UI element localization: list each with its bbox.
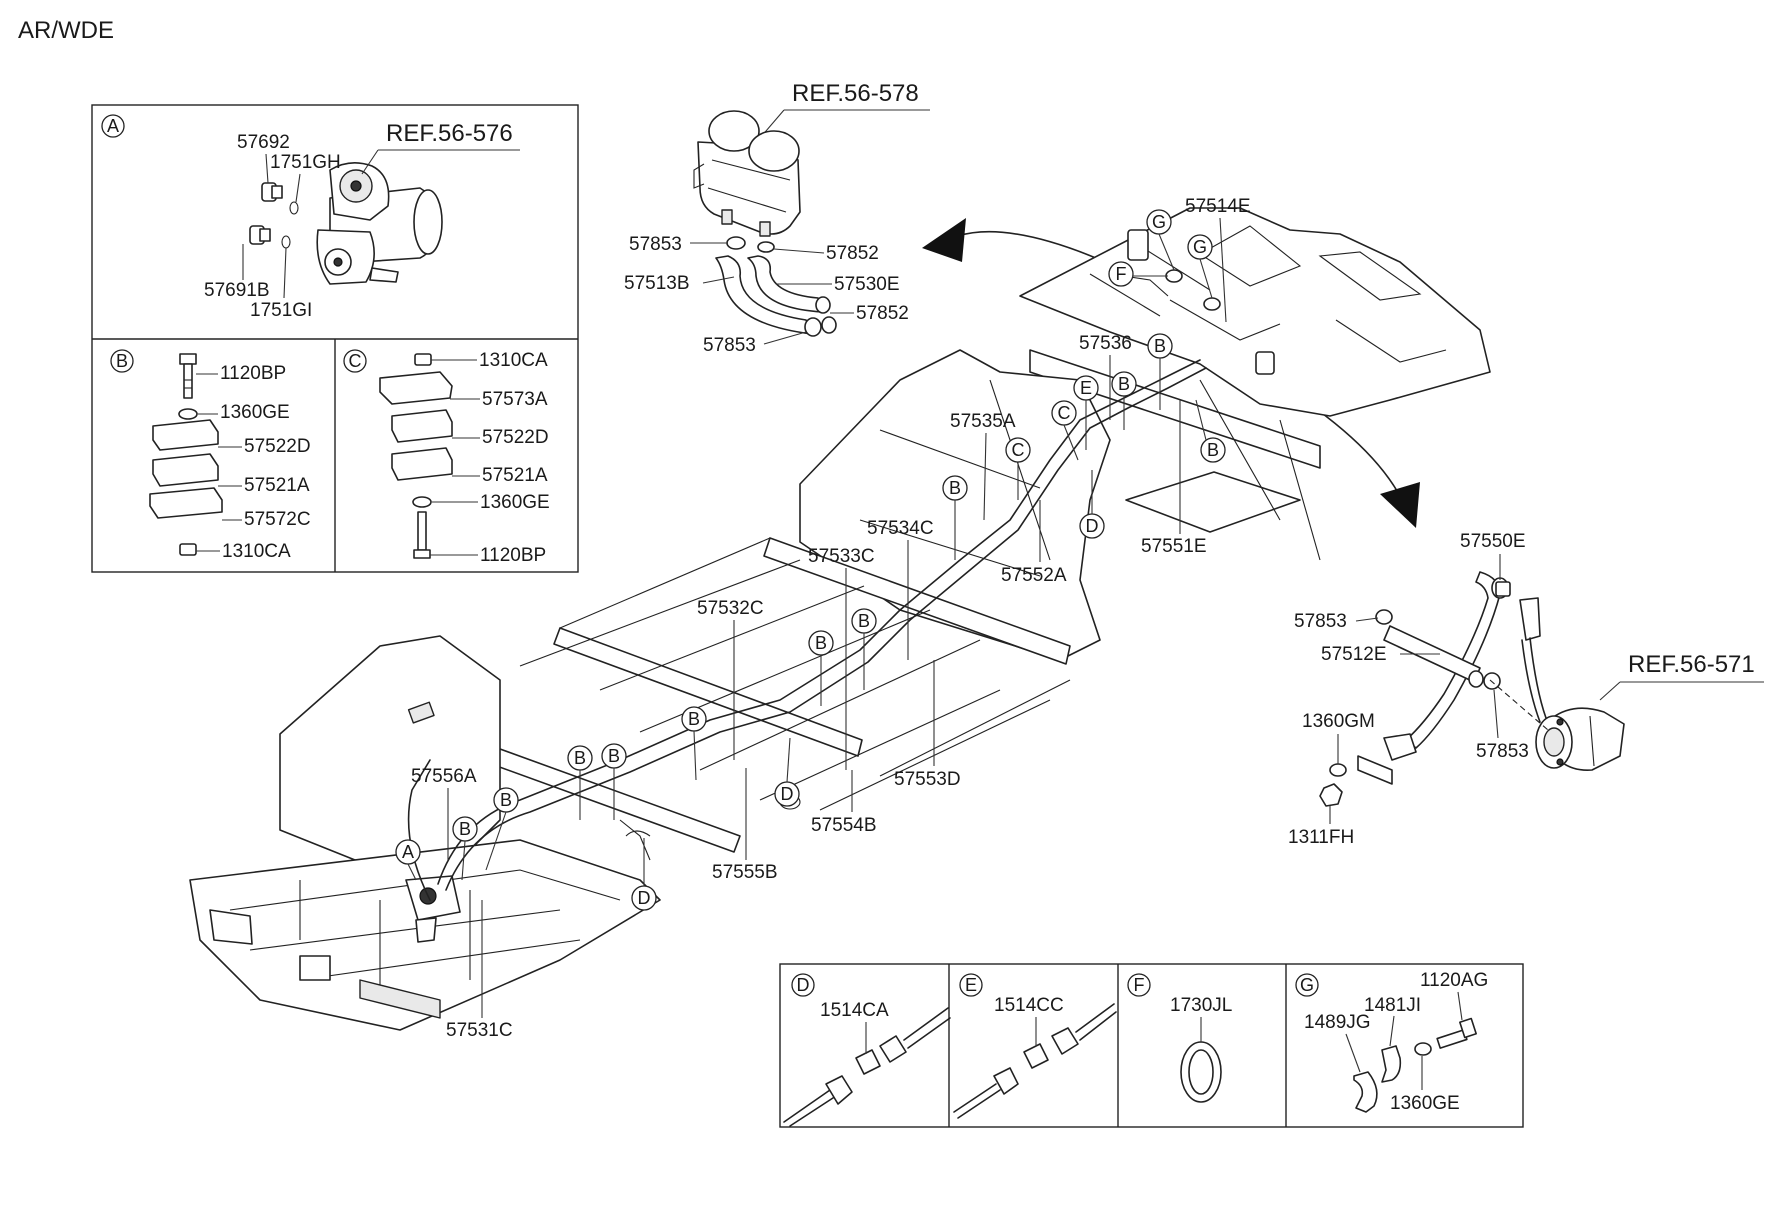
part-57555B: 57555B — [712, 862, 778, 883]
svg-text:A: A — [107, 116, 119, 136]
svg-text:B: B — [116, 351, 128, 371]
svg-text:E: E — [1080, 378, 1092, 398]
chassis-frame-illustration — [189, 207, 1491, 1031]
svg-text:B: B — [608, 746, 620, 766]
svg-text:D: D — [797, 975, 810, 995]
svg-text:D: D — [781, 784, 794, 804]
svg-text:C: C — [1058, 403, 1071, 423]
svg-text:D: D — [1086, 516, 1099, 536]
part-57551E: 57551E — [1141, 536, 1207, 557]
part-57522D: 57522D — [244, 436, 311, 457]
part-57536: 57536 — [1079, 333, 1132, 354]
part-57531C: 57531C — [446, 1020, 513, 1041]
part-57554B: 57554B — [811, 815, 877, 836]
part-1360GE-g: 1360GE — [1390, 1093, 1460, 1114]
pump-assembly: REF.56-571 57550E 57853 5 — [1288, 531, 1764, 848]
svg-text:G: G — [1152, 212, 1166, 232]
part-57535A: 57535A — [950, 411, 1016, 432]
diagram-code: AR/WDE — [18, 17, 114, 44]
detail-box-c: C 1310CA 57573A 57522D 57521A 1360GE 112… — [343, 349, 550, 566]
svg-text:G: G — [1300, 975, 1314, 995]
ref-steering-gear: REF.56-576 — [386, 120, 513, 147]
svg-text:C: C — [349, 351, 362, 371]
part-1310CA-c: 1310CA — [479, 350, 548, 371]
part-57512E: 57512E — [1321, 644, 1387, 665]
part-1514CC: 1514CC — [994, 995, 1064, 1016]
pump-illustration — [1535, 707, 1625, 771]
part-1751GH: 1751GH — [270, 152, 341, 173]
steering-gear-illustration — [249, 162, 443, 285]
detail-box-f: F 1730JL — [1127, 973, 1232, 1103]
part-1120BP: 1120BP — [220, 363, 286, 384]
svg-text:B: B — [858, 611, 870, 631]
part-57514E: 57514E — [1185, 196, 1251, 217]
part-1311FH: 1311FH — [1288, 827, 1354, 848]
part-57853-r1: 57853 — [629, 234, 682, 255]
svg-text:B: B — [688, 709, 700, 729]
svg-text:B: B — [1118, 374, 1130, 394]
part-1481JI: 1481JI — [1364, 995, 1421, 1016]
part-1120AG: 1120AG — [1420, 970, 1488, 991]
svg-text:A: A — [402, 842, 414, 862]
ref-pump: REF.56-571 — [1628, 651, 1755, 678]
detail-panel-abc: A REF.56-576 — [91, 104, 579, 573]
part-57532C: 57532C — [697, 598, 764, 619]
part-1751GI: 1751GI — [250, 300, 312, 321]
part-57530E: 57530E — [834, 274, 900, 295]
svg-text:B: B — [500, 790, 512, 810]
svg-text:B: B — [1154, 336, 1166, 356]
detail-box-b: B 1120BP 1360GE 57522D 57521A 57572C — [110, 349, 311, 562]
part-1489JG: 1489JG — [1304, 1012, 1371, 1033]
detail-box-a: A REF.56-576 — [101, 114, 520, 321]
svg-text:F: F — [1134, 975, 1145, 995]
part-1514CA: 1514CA — [820, 1000, 889, 1021]
part-1310CA: 1310CA — [222, 541, 291, 562]
detail-box-g: G 1120AG 1481JI 1489JG 1360GE — [1295, 970, 1488, 1114]
part-57553D: 57553D — [894, 769, 961, 790]
detail-box-d: D 1514CA — [783, 973, 951, 1127]
part-1360GE-c: 1360GE — [480, 492, 550, 513]
part-1730JL: 1730JL — [1170, 995, 1232, 1016]
part-57691B: 57691B — [204, 280, 270, 301]
svg-text:B: B — [459, 819, 471, 839]
part-57521A: 57521A — [244, 475, 310, 496]
svg-text:C: C — [1012, 440, 1025, 460]
part-57573A: 57573A — [482, 389, 548, 410]
part-1120BP-c: 1120BP — [480, 545, 546, 566]
svg-text:B: B — [574, 748, 586, 768]
part-57852-r2: 57852 — [856, 303, 909, 324]
part-57572C: 57572C — [244, 509, 311, 530]
svg-text:D: D — [638, 888, 651, 908]
svg-text:G: G — [1193, 237, 1207, 257]
part-57550E: 57550E — [1460, 531, 1526, 552]
svg-text:B: B — [1207, 440, 1219, 460]
part-57853-p1: 57853 — [1294, 611, 1347, 632]
svg-text:E: E — [965, 975, 977, 995]
part-1360GM: 1360GM — [1302, 711, 1375, 732]
chassis-labels: 57514E G G F 57536 B B E C B 57535A C D … — [395, 196, 1251, 1041]
svg-text:F: F — [1116, 264, 1127, 284]
part-57552A: 57552A — [1001, 565, 1067, 586]
svg-text:B: B — [815, 633, 827, 653]
part-1360GE: 1360GE — [220, 402, 290, 423]
part-57513B: 57513B — [624, 273, 690, 294]
svg-text:B: B — [949, 478, 961, 498]
ref-reservoir: REF.56-578 — [792, 80, 919, 107]
reservoir-illustration — [693, 110, 801, 237]
part-57853-p2: 57853 — [1476, 741, 1529, 762]
part-57533C: 57533C — [808, 546, 875, 567]
part-57556A: 57556A — [411, 766, 477, 787]
part-57521A-c: 57521A — [482, 465, 548, 486]
part-57853-r2: 57853 — [703, 335, 756, 356]
reservoir-assembly: REF.56-578 57853 57852 57513B 57530E 5 — [624, 80, 930, 356]
part-57692: 57692 — [237, 132, 290, 153]
part-57522D-c: 57522D — [482, 427, 549, 448]
detail-panel-defg: D 1514CA E 1514CC — [779, 963, 1524, 1128]
arrow-to-reservoir — [922, 218, 1111, 265]
part-57534C: 57534C — [867, 518, 934, 539]
detail-box-e: E 1514CC — [953, 973, 1117, 1119]
part-57852-r1: 57852 — [826, 243, 879, 264]
